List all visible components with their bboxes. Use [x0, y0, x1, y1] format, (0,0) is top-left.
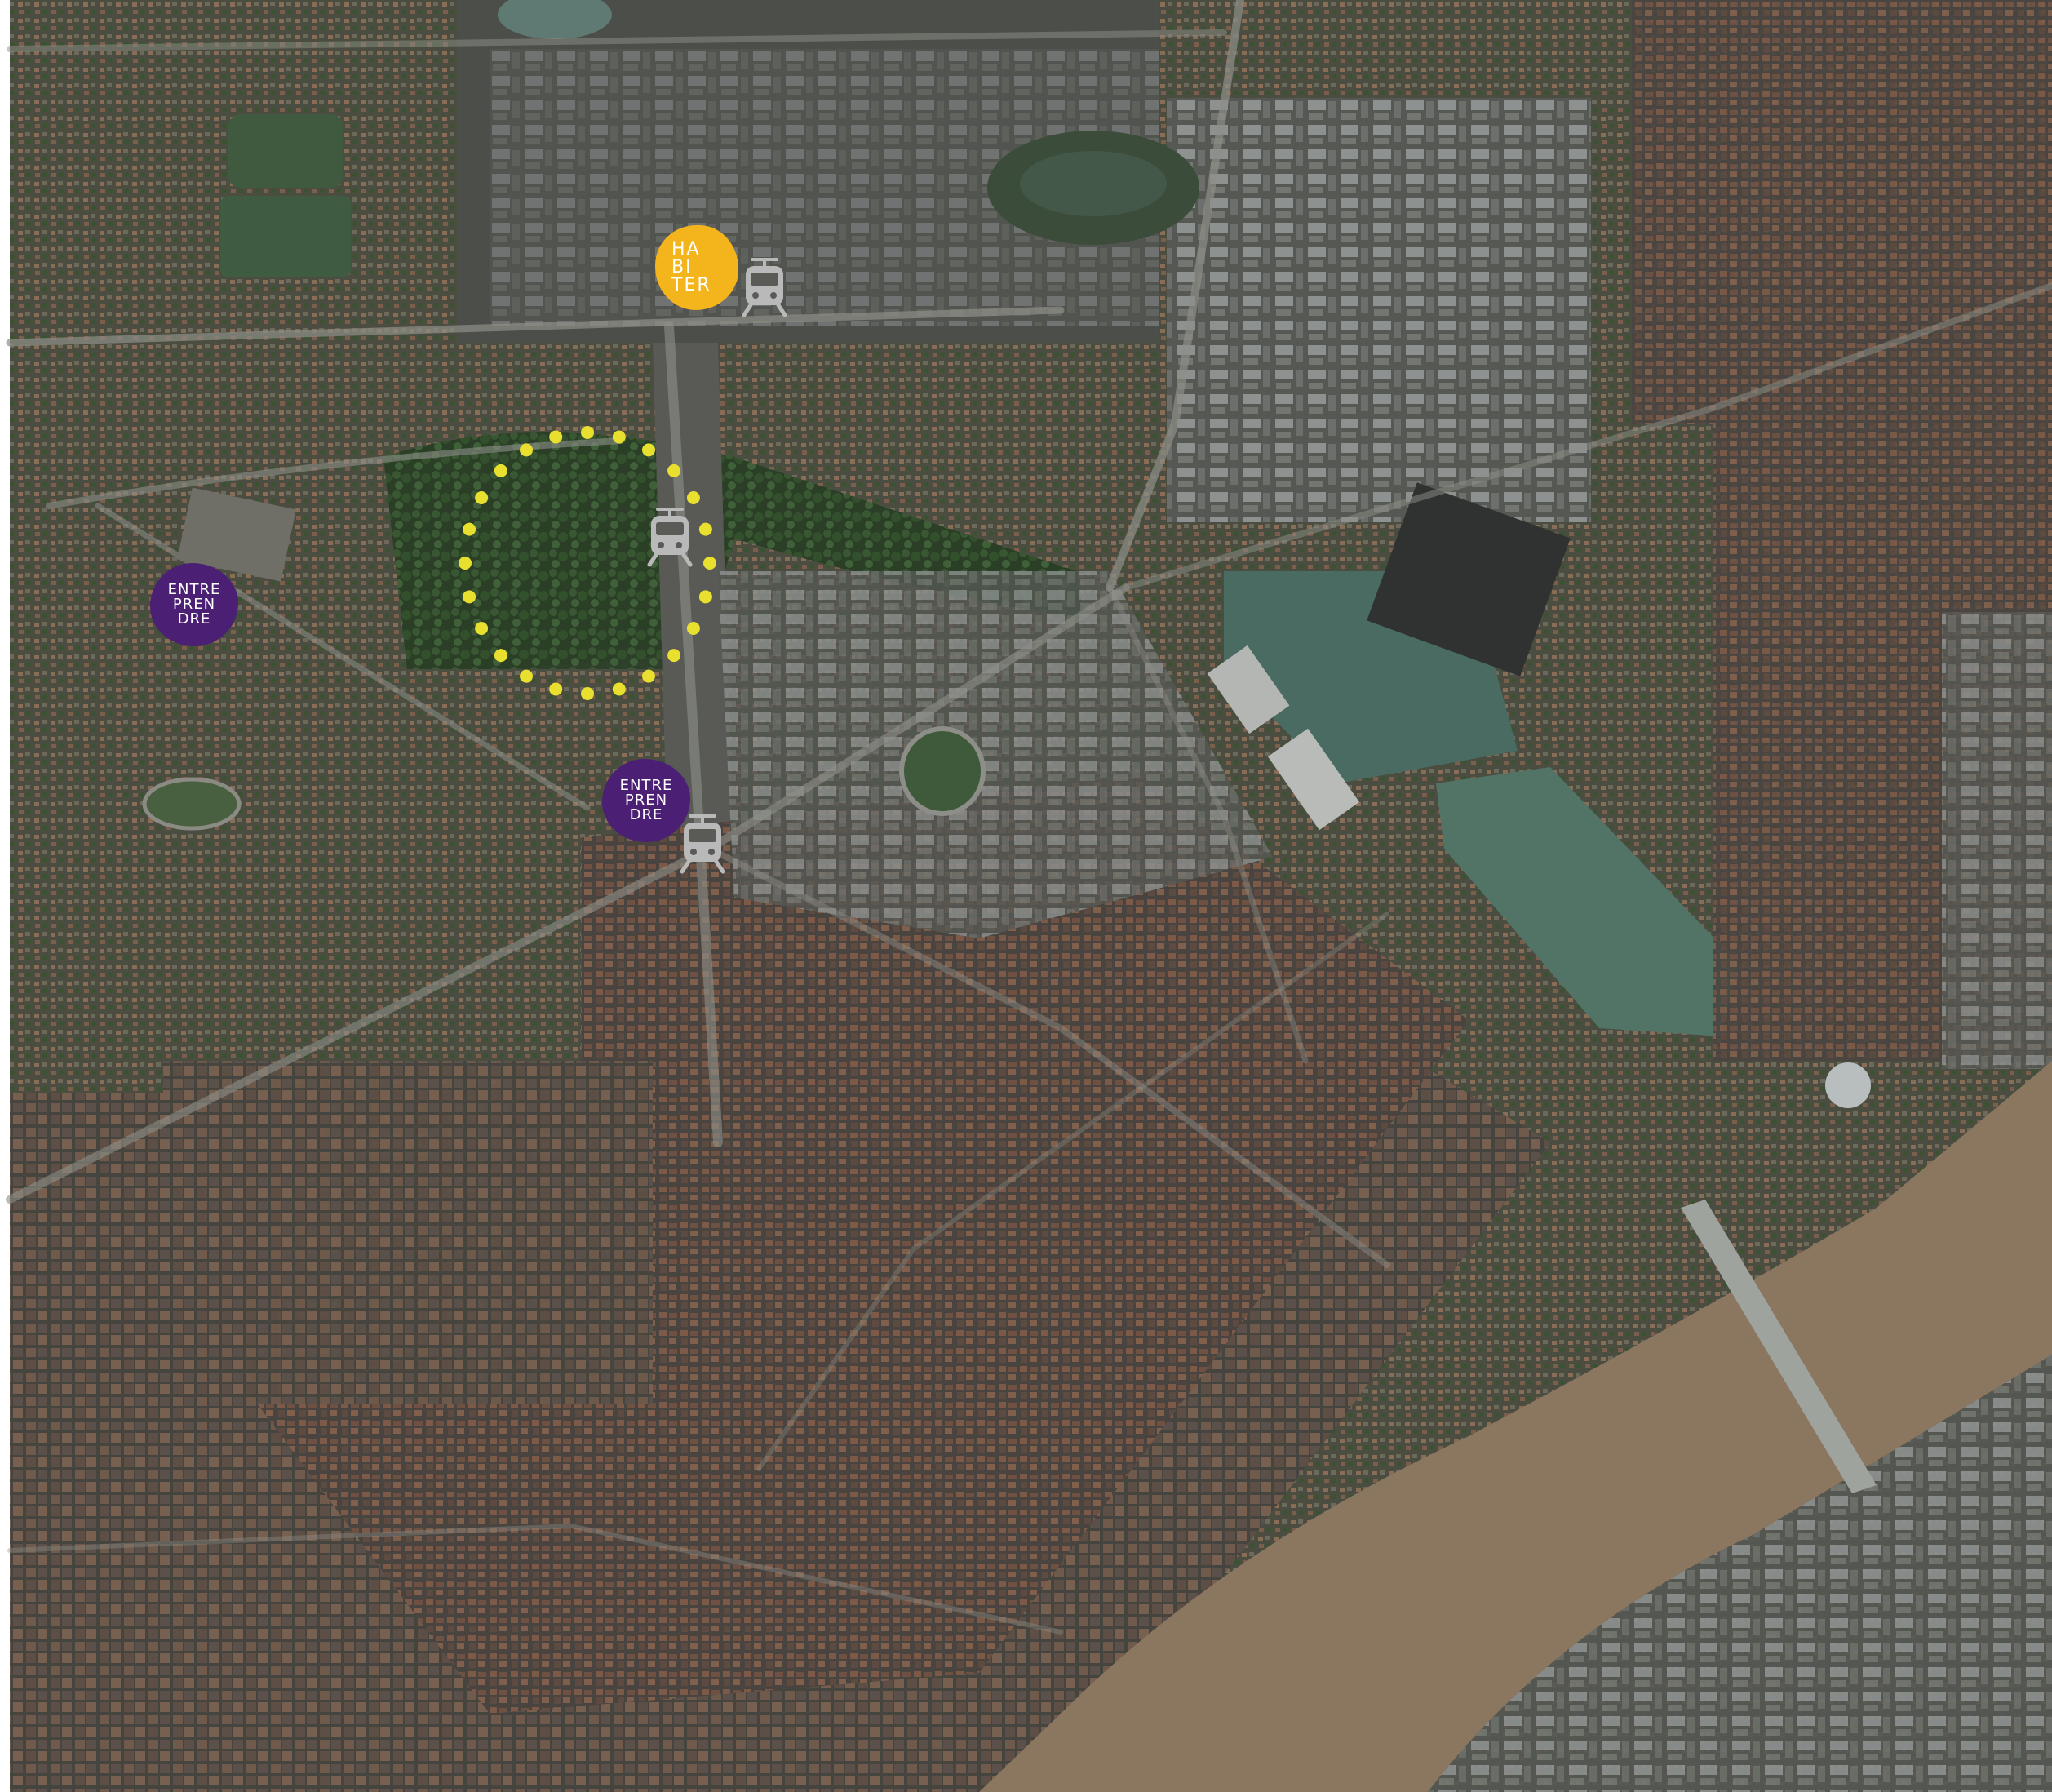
route-dot [494, 649, 507, 663]
route-dot [686, 491, 700, 504]
entreprendre-center-line-2: PREN [624, 792, 668, 809]
tram-icon[interactable] [645, 504, 695, 568]
route-dot [520, 669, 533, 683]
route-dot [549, 682, 563, 696]
entreprendre-badge-west[interactable]: ENTRE PREN DRE [150, 563, 238, 646]
route-dot [612, 682, 626, 696]
route-dot [667, 649, 681, 663]
habiter-line-3: TER [671, 275, 711, 295]
route-dot [581, 687, 594, 700]
habiter-line-1: HA [671, 239, 701, 259]
route-dot [667, 464, 681, 477]
route-dot [549, 430, 563, 444]
route-dot [581, 426, 594, 439]
route-dot [475, 622, 489, 635]
entreprendre-center-line-3: DRE [629, 806, 663, 823]
entreprendre-center-line-1: ENTRE [619, 777, 673, 794]
route-dot [520, 443, 533, 457]
route-dot [463, 522, 476, 536]
route-dot [475, 491, 489, 504]
route-dot [494, 464, 507, 477]
route-dot [703, 557, 716, 570]
tram-icon[interactable] [677, 811, 728, 875]
habiter-line-2: BI [671, 257, 693, 277]
route-dot [698, 590, 712, 604]
entreprendre-west-line-2: PREN [172, 596, 216, 613]
route-dot [463, 590, 476, 604]
route-dot [459, 557, 472, 570]
tram-icon[interactable] [739, 255, 790, 318]
route-dot [642, 443, 655, 457]
entreprendre-west-line-3: DRE [177, 610, 211, 628]
entreprendre-west-line-1: ENTRE [167, 581, 221, 598]
route-dot [612, 430, 626, 444]
route-dot [698, 522, 712, 536]
route-dot [686, 622, 700, 635]
habiter-badge[interactable]: HA BI TER [655, 225, 738, 310]
route-dot-loop [459, 426, 716, 700]
route-dot [642, 669, 655, 683]
entreprendre-badge-center[interactable]: ENTRE PREN DRE [602, 759, 690, 842]
